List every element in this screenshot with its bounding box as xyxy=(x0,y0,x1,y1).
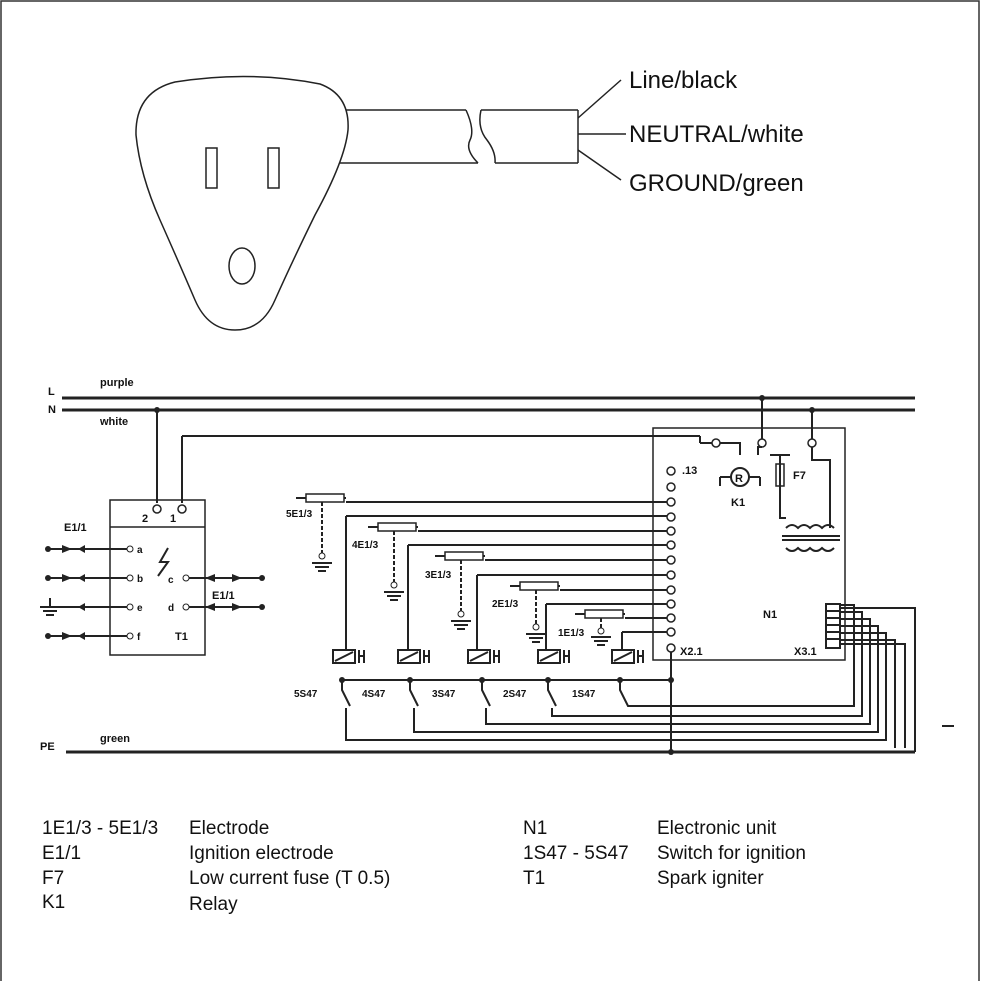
electrode-3-label: 3E1/3 xyxy=(425,570,452,581)
electrode-4: 4E1/3 xyxy=(352,522,667,601)
switch-4-label: 4S47 xyxy=(362,689,386,700)
igniter-label-right: E1/1 xyxy=(212,590,235,602)
transformer-symbol xyxy=(782,524,840,552)
legend-code: K1 xyxy=(42,892,65,913)
unit-pin-13: .13 xyxy=(682,465,697,477)
legend-desc: Switch for ignition xyxy=(657,843,806,864)
valve-row xyxy=(332,515,667,664)
line-label-PE: PE xyxy=(40,741,55,753)
wire-label-ground: GROUND/green xyxy=(629,170,804,197)
valve-coil-3 xyxy=(467,649,500,664)
switch-3-label: 3S47 xyxy=(432,689,456,700)
electrode-1-label: 1E1/3 xyxy=(558,628,585,639)
line-label-N: N xyxy=(48,404,56,416)
legend-desc: Ignition electrode xyxy=(189,843,334,864)
legend-desc: Electrode xyxy=(189,818,269,839)
svg-text:e: e xyxy=(137,603,143,614)
line-label-L: L xyxy=(48,386,55,398)
igniter-terminal-2: 2 xyxy=(142,513,148,525)
ignition-electrodes-right xyxy=(182,574,265,611)
switch-row: 5S47 4S47 3S47 2S47 1S47 xyxy=(294,604,916,755)
relay-symbol: R xyxy=(735,473,743,485)
igniter-label-left: E1/1 xyxy=(64,522,87,534)
electrode-4-label: 4E1/3 xyxy=(352,540,379,551)
igniter-name: T1 xyxy=(175,631,188,643)
electrode-5: 5E1/3 xyxy=(286,493,667,572)
switch-1 xyxy=(619,604,855,707)
svg-text:f: f xyxy=(137,632,141,643)
line-color-white: white xyxy=(99,416,128,428)
svg-text:c: c xyxy=(168,575,174,586)
wire-label-line: Line/black xyxy=(629,67,738,94)
legend: 1E1/3 - 5E1/3 Electrode E1/1 Ignition el… xyxy=(42,818,806,915)
switch-2-label: 2S47 xyxy=(503,689,527,700)
ignition-electrodes-left xyxy=(40,545,134,640)
valve-coil-2 xyxy=(537,649,570,664)
legend-desc: Relay xyxy=(189,894,238,915)
valve-coil-4 xyxy=(397,649,430,664)
wire-label-neutral: NEUTRAL/white xyxy=(629,121,804,148)
switch-3 xyxy=(481,618,871,725)
legend-code: 1S47 - 5S47 xyxy=(523,843,629,864)
schematic: L N purple white PE green 2 1 T1 E1/1 E1… xyxy=(40,377,954,755)
switch-5-label: 5S47 xyxy=(294,689,318,700)
spark-symbol xyxy=(157,547,170,577)
spark-igniter: 2 1 T1 E1/1 E1/1 a b e f c d xyxy=(40,407,700,656)
relay-label: K1 xyxy=(731,497,745,509)
electrode-array: 5E1/3 4E1/3 3E1/3 xyxy=(286,493,667,646)
legend-code: F7 xyxy=(42,868,64,889)
electronic-unit: N1 .13 X2.1 X3.1 xyxy=(652,395,846,661)
plug-slot-right xyxy=(267,147,280,189)
svg-text:a: a xyxy=(137,545,143,556)
legend-desc: Spark igniter xyxy=(657,868,764,889)
legend-code: 1E1/3 - 5E1/3 xyxy=(42,818,158,839)
fuse-label: F7 xyxy=(793,470,806,482)
legend-desc: Electronic unit xyxy=(657,818,777,839)
plug-ground-hole xyxy=(228,247,256,285)
unit-name: N1 xyxy=(763,609,777,621)
x31-terminal-block xyxy=(825,603,841,649)
electrode-5-label: 5E1/3 xyxy=(286,509,313,520)
svg-text:d: d xyxy=(168,603,174,614)
legend-code: E1/1 xyxy=(42,843,81,864)
electrode-1: 1E1/3 xyxy=(558,609,667,646)
line-color-green: green xyxy=(100,733,130,745)
legend-code: N1 xyxy=(523,818,547,839)
electrode-3: 3E1/3 xyxy=(425,551,667,630)
line-color-purple: purple xyxy=(100,377,134,389)
unit-x21: X2.1 xyxy=(680,646,703,658)
switch-4 xyxy=(409,625,879,733)
valve-coil-1 xyxy=(611,649,644,664)
svg-text:b: b xyxy=(137,574,143,585)
power-plug: Line/black NEUTRAL/white GROUND/green xyxy=(135,67,804,331)
igniter-terminal-1: 1 xyxy=(170,513,176,525)
electrode-2: 2E1/3 xyxy=(492,581,667,643)
unit-x31: X3.1 xyxy=(794,646,817,658)
switch-1-label: 1S47 xyxy=(572,689,596,700)
switch-2 xyxy=(547,611,863,717)
legend-code: T1 xyxy=(523,868,545,889)
power-cord xyxy=(340,79,626,181)
unit-terminal-column xyxy=(666,466,676,653)
legend-desc: Low current fuse (T 0.5) xyxy=(189,868,390,889)
plug-slot-left xyxy=(205,147,218,189)
valve-coil-5 xyxy=(332,649,365,664)
electrode-2-label: 2E1/3 xyxy=(492,599,519,610)
